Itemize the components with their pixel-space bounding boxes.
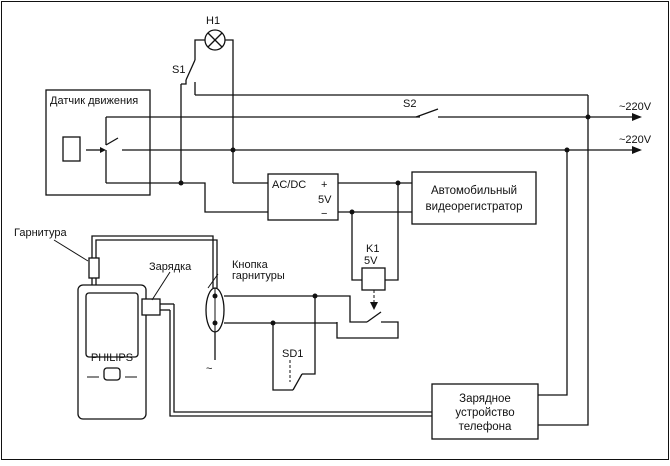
phone-brand: PHILIPS (91, 352, 133, 364)
relay-label: K1 (366, 243, 379, 255)
acdc-minus: − (321, 208, 327, 220)
headset-button-line1: Кнопка (232, 259, 269, 271)
relay-k1-coil (361, 267, 386, 291)
phone-charger (431, 383, 539, 440)
phone-screen (85, 292, 139, 358)
arrow-icon (370, 302, 378, 310)
charging-cable (173, 304, 432, 413)
switch-s2-label: S2 (403, 98, 416, 110)
motion-sensor-element (62, 136, 81, 162)
dvr-label-line1: Автомобильный (431, 185, 517, 197)
supply-bottom-label: ~220V (619, 134, 652, 146)
sensor-line-bottom (106, 182, 268, 213)
switch-s2 (415, 108, 439, 124)
switch-s1 (180, 59, 196, 185)
motion-sensor-box (45, 89, 151, 196)
headset-connector (88, 257, 100, 279)
charging-connector (141, 298, 161, 316)
reed-switch-sd1 (292, 373, 303, 391)
acdc-voltage: 5V (318, 194, 332, 206)
acdc-converter (267, 173, 339, 221)
supply-top-label: ~220V (619, 101, 652, 113)
phone-button (103, 367, 121, 381)
charging-label: Зарядка (149, 261, 192, 273)
relay-voltage: 5V (364, 255, 378, 267)
motion-sensor-switch (86, 117, 119, 183)
lamp-label: H1 (206, 15, 220, 27)
arrow-icon (632, 146, 642, 154)
relay-contact (366, 311, 382, 323)
lamp-h1 (204, 29, 226, 51)
headset-label: Гарнитура (14, 227, 67, 239)
charger-line2: устройство (455, 407, 514, 419)
dvr-label-line2: видеорегистратор (426, 201, 523, 213)
charger-line1: Зарядное (459, 393, 511, 405)
lamp-right-wire (225, 39, 234, 183)
reed-switch-label: SD1 (282, 348, 303, 360)
arrow-icon (632, 113, 642, 121)
switch-s1-label: S1 (172, 64, 185, 76)
dvr-box (411, 171, 537, 225)
charger-line3: телефона (459, 421, 512, 433)
motion-sensor-label: Датчик движения (50, 95, 138, 107)
acdc-label: AC/DC (272, 179, 306, 191)
acdc-plus: + (321, 179, 327, 191)
headset-button-line2: гарнитуры (232, 270, 285, 282)
lamp-left-wire (194, 39, 205, 60)
tilde-symbol: ~ (206, 363, 212, 375)
